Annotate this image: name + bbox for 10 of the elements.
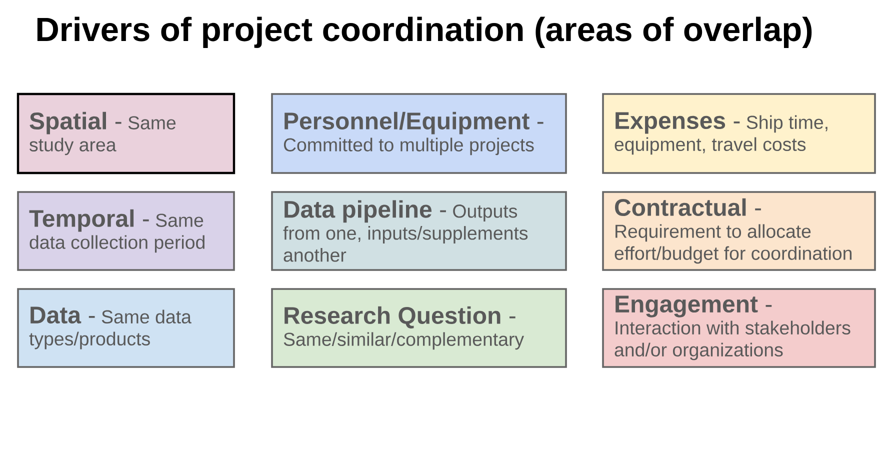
info-box: Personnel/Equipment - Committed to multiple projects	[271, 93, 567, 174]
info-box: Spatial - Same study area	[16, 92, 236, 174]
info-box: Research Question - Same/similar/complementary	[271, 288, 567, 368]
info-box: Temporal - Same data collection period	[17, 191, 235, 271]
info-box: Expenses - Ship time, equipment, travel costs	[602, 93, 876, 174]
info-box: Data - Same data types/products	[17, 288, 235, 368]
info-box: Data pipeline - Outputs from one, inputs/supplements another	[271, 191, 567, 271]
info-box: Contractual - Requirement to allocate effort/budget for coordination	[602, 191, 876, 271]
title: Drivers of project coordination (areas of overlap)	[37, 16, 812, 48]
info-box: Engagement - Interaction with stakeholders and/or organizations	[602, 288, 876, 368]
